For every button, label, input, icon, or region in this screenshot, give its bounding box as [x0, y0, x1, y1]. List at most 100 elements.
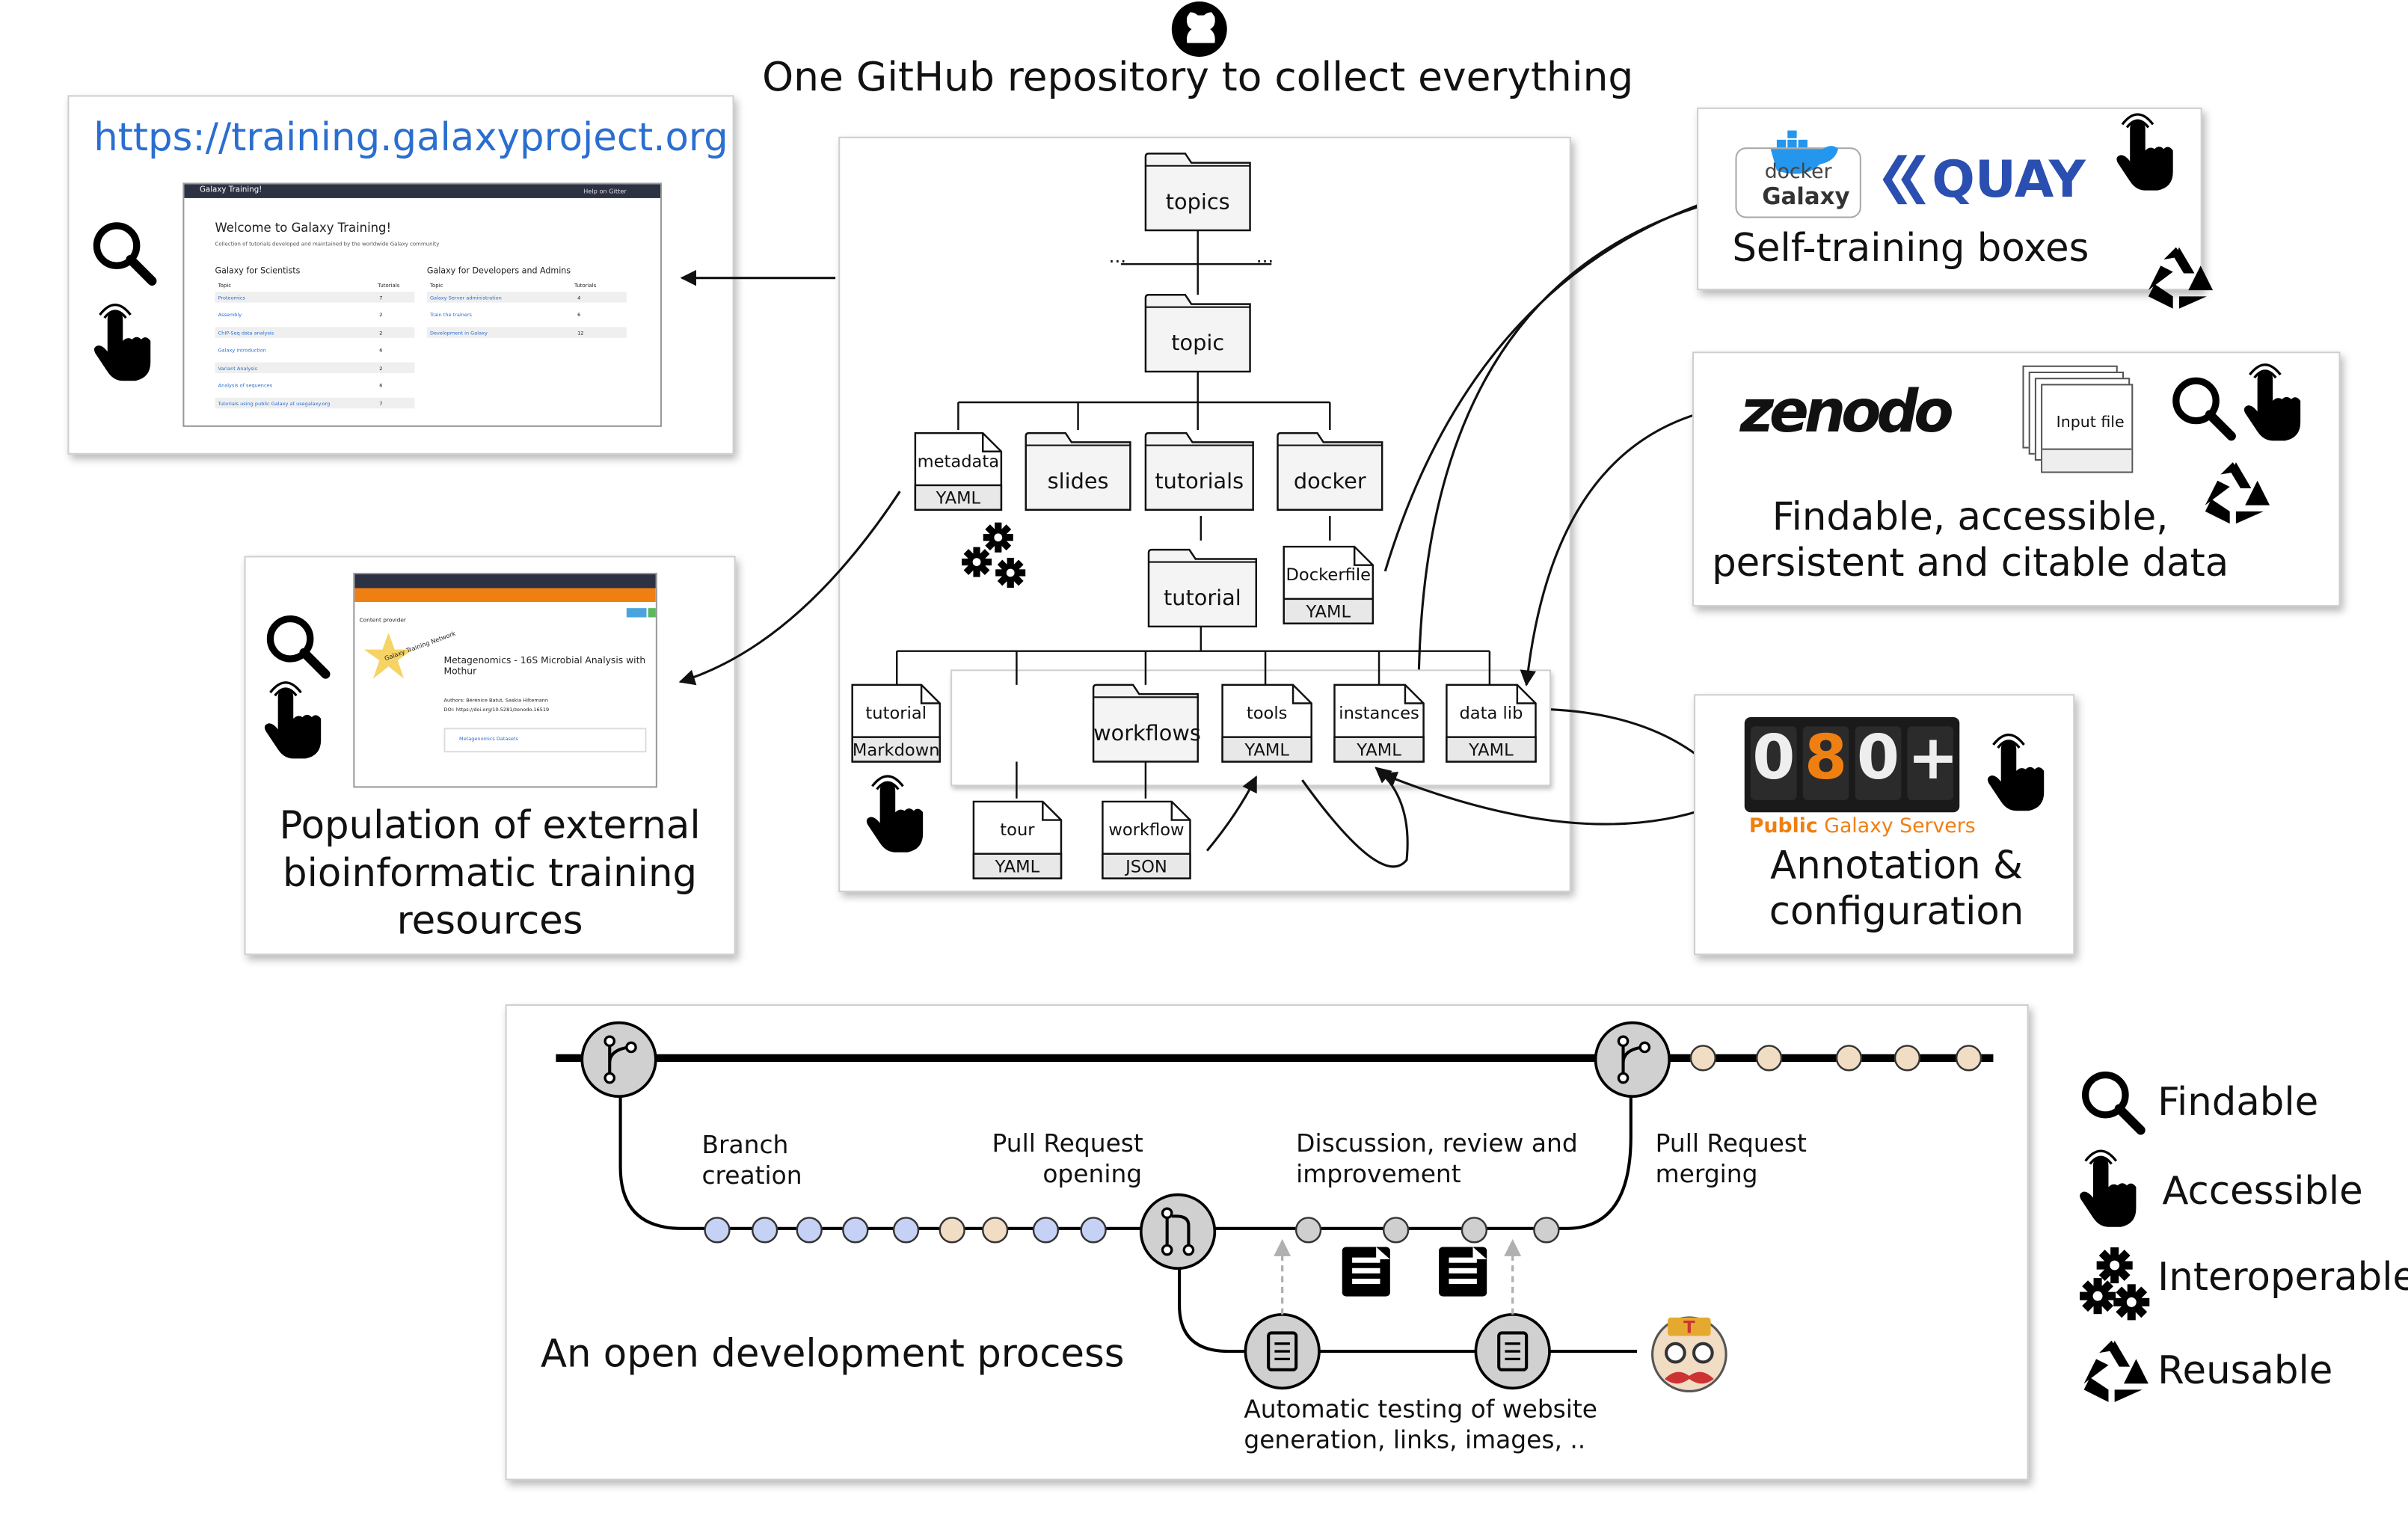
external-label-1: Population of external: [279, 802, 701, 848]
travis-mascot-icon: T: [1646, 1312, 1732, 1398]
table-row: [426, 309, 627, 321]
tour-file-type-bar: [972, 852, 1063, 879]
metadata-file-label[interactable]: metadata: [917, 451, 1000, 472]
zenodo-label-2: persistent and citable data: [1712, 540, 2229, 586]
topics-folder-label[interactable]: topics: [1165, 190, 1230, 215]
branch-node-icon-dot: [625, 1041, 637, 1054]
dockerfile-file-corner: [1353, 547, 1373, 566]
zenodo-panel: zenodo Input file Findable, accessible, …: [1692, 351, 2341, 607]
legend-findable: Findable: [2157, 1079, 2319, 1125]
table-row: [215, 362, 415, 374]
master-commit-dot: [1689, 1045, 1716, 1072]
workflows-folder-label[interactable]: workflows: [1093, 722, 1201, 747]
developers-title: Galaxy for Developers and Admins: [426, 267, 571, 277]
tess-screenshot: Content provider Galaxy Training Network…: [353, 572, 657, 788]
dockerfile-file-label[interactable]: Dockerfile: [1286, 565, 1372, 586]
slides-folder-label[interactable]: slides: [1047, 470, 1109, 495]
tutorial-count: 7: [379, 399, 383, 407]
review-commit-dot: [1294, 1217, 1322, 1244]
tutorial-count: 2: [379, 311, 383, 319]
topic-link[interactable]: ChIP-Seq data analysis: [218, 329, 274, 336]
pr-open-label-1: Pull Request: [992, 1128, 1143, 1158]
commit-dot: [1080, 1217, 1107, 1244]
arrow-to-external: [678, 491, 901, 686]
self-training-label: Self-training boxes: [1732, 225, 2089, 271]
workflow-file-type-bar: [1102, 852, 1191, 879]
process-title: An open development process: [540, 1331, 1125, 1376]
branch-node-icon-dot: [603, 1035, 616, 1048]
topic-link[interactable]: Development in Galaxy: [429, 329, 488, 336]
scientists-topic-header: Topic: [218, 282, 232, 289]
datalib-file-label[interactable]: data lib: [1459, 703, 1523, 724]
pr-open-label-2: opening: [1042, 1159, 1143, 1189]
servers-caption-bold: Public: [1748, 815, 1818, 839]
workflow-file-label[interactable]: workflow: [1108, 820, 1185, 841]
counter-cell: [1907, 726, 1954, 800]
tutorial-count: 4: [577, 294, 581, 301]
tess-button-green[interactable]: [648, 608, 656, 618]
tutorial-count: 2: [379, 364, 383, 371]
tools-file-label[interactable]: tools: [1246, 703, 1288, 724]
website-panel: https://training.galaxyproject.org Galax…: [67, 95, 734, 455]
tutorial-markdown-file-label[interactable]: tutorial: [865, 703, 927, 724]
review-commit-dot: [1382, 1217, 1410, 1244]
topic-link[interactable]: Tutorials using public Galaxy at usegala…: [218, 399, 331, 407]
topic-link[interactable]: Train the trainers: [429, 311, 472, 319]
tour-file-corner: [1042, 801, 1061, 821]
file-footer: [2042, 448, 2132, 472]
counter-digit: 8: [1805, 723, 1848, 794]
metadata-file-type: YAML: [936, 488, 981, 509]
tools-file-corner: [1291, 684, 1312, 704]
tutorial-count: 6: [379, 382, 383, 389]
datalib-file-type-bar: [1446, 736, 1537, 763]
metadata-file-type-bar: [914, 484, 1003, 511]
external-label-2: bioinformatic training: [283, 850, 698, 896]
testing-line: [1178, 1247, 1638, 1354]
tutorial-folder-label[interactable]: tutorial: [1164, 586, 1241, 612]
commit-dot: [1032, 1217, 1060, 1244]
commit-dot: [982, 1217, 1009, 1244]
tutorial-markdown-file-type: Markdown: [852, 740, 940, 761]
topic-link[interactable]: Galaxy Server administration: [429, 294, 502, 301]
workflows-folder-shape: [1092, 683, 1199, 763]
tess-button-blue[interactable]: [626, 608, 647, 618]
comment-document-icon: [1342, 1247, 1390, 1297]
counter-digit: 0: [1752, 723, 1796, 794]
branch-node-icon-dot: [603, 1072, 616, 1084]
master-commit-dot: [1955, 1045, 1982, 1072]
workflow-file-type: JSON: [1125, 856, 1167, 877]
topic-link[interactable]: Analysis of sequences: [218, 382, 273, 389]
tutorial-folder-shape: [1147, 548, 1257, 628]
tess-topbar: [354, 574, 656, 589]
topic-link[interactable]: Galaxy introduction: [218, 347, 266, 354]
pull-request-node-icon-dot: [1161, 1207, 1173, 1220]
tess-meta-doi: DOI: https://doi.org/10.5281/zenodo.1651…: [443, 706, 550, 713]
tess-datasets-link[interactable]: Metagenomics Datasets: [458, 735, 518, 742]
website-brand: Galaxy Training!: [199, 185, 262, 195]
website-subheading: Collection of tutorials developed and ma…: [215, 241, 440, 248]
instances-file-type: YAML: [1357, 740, 1401, 761]
tour-file-label[interactable]: tour: [1000, 820, 1035, 841]
tutorial-count: 12: [577, 329, 584, 336]
merge-node-icon-dot: [1617, 1072, 1630, 1084]
topic-link[interactable]: Proteomics: [218, 294, 245, 301]
docker-label: docker: [1764, 161, 1832, 185]
docker-folder-label[interactable]: docker: [1293, 470, 1366, 495]
website-url[interactable]: https://training.galaxyproject.org: [93, 115, 728, 160]
topic-link[interactable]: Variant Analysis: [218, 364, 257, 371]
legend-reusable: Reusable: [2157, 1348, 2333, 1393]
topic-folder-label[interactable]: topic: [1171, 331, 1225, 357]
tutorial-markdown-file-type-bar: [851, 736, 941, 763]
dockerfile-file-type-bar: [1283, 597, 1375, 624]
workflow-file-corner: [1170, 801, 1191, 821]
instances-file-label[interactable]: instances: [1339, 703, 1419, 724]
developers-topic-header: Topic: [429, 282, 443, 289]
tutorial-count: 7: [379, 294, 383, 301]
tutorials-folder-label[interactable]: tutorials: [1155, 470, 1244, 495]
master-commit-dot: [1835, 1045, 1863, 1072]
zenodo-label-1: Findable, accessible,: [1772, 494, 2169, 539]
topic-link[interactable]: Assembly: [218, 311, 242, 319]
